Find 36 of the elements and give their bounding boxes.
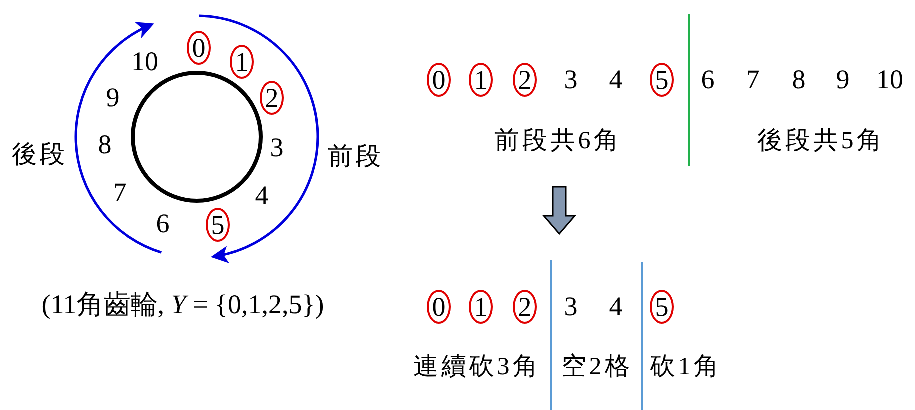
- segment-label: 後段: [12, 142, 68, 168]
- circled-number: 0: [427, 290, 451, 324]
- circled-number: 0: [187, 31, 211, 65]
- number-label: 10: [876, 66, 904, 94]
- gear-formula: (11角齒輪, Y = {0,1,2,5}): [42, 292, 324, 318]
- number-label: 3: [564, 66, 578, 94]
- circled-number: 2: [513, 290, 537, 324]
- circled-number: 1: [469, 63, 493, 97]
- circled-number: 1: [469, 290, 493, 324]
- number-label: 9: [836, 66, 850, 94]
- number-label: 9: [106, 84, 120, 112]
- number-label: 7: [746, 66, 760, 94]
- number-label: 6: [701, 66, 715, 94]
- number-label: 8: [98, 132, 112, 158]
- caption: 連續砍3角: [413, 354, 541, 380]
- number-label: 8: [792, 66, 806, 94]
- number-label: 3: [270, 134, 284, 162]
- caption: 砍1角: [650, 354, 722, 380]
- number-label: 10: [132, 48, 158, 76]
- number-label: 4: [255, 182, 269, 210]
- circled-number: 0: [427, 63, 451, 97]
- caption: 後段共5角: [757, 128, 885, 154]
- circled-number: 2: [260, 81, 284, 115]
- circled-number: 5: [650, 63, 674, 97]
- number-label: 4: [609, 294, 623, 320]
- caption: 空2格: [561, 354, 633, 380]
- number-label: 3: [564, 294, 578, 320]
- circled-number: 2: [513, 63, 537, 97]
- caption: 前段共6角: [494, 128, 622, 154]
- circled-number: 5: [650, 290, 674, 324]
- number-label: 7: [113, 180, 127, 206]
- circled-number: 1: [230, 45, 254, 79]
- circled-number: 5: [206, 208, 230, 242]
- number-label: 6: [156, 210, 170, 238]
- segment-label: 前段: [328, 144, 384, 170]
- number-label: 4: [609, 66, 623, 94]
